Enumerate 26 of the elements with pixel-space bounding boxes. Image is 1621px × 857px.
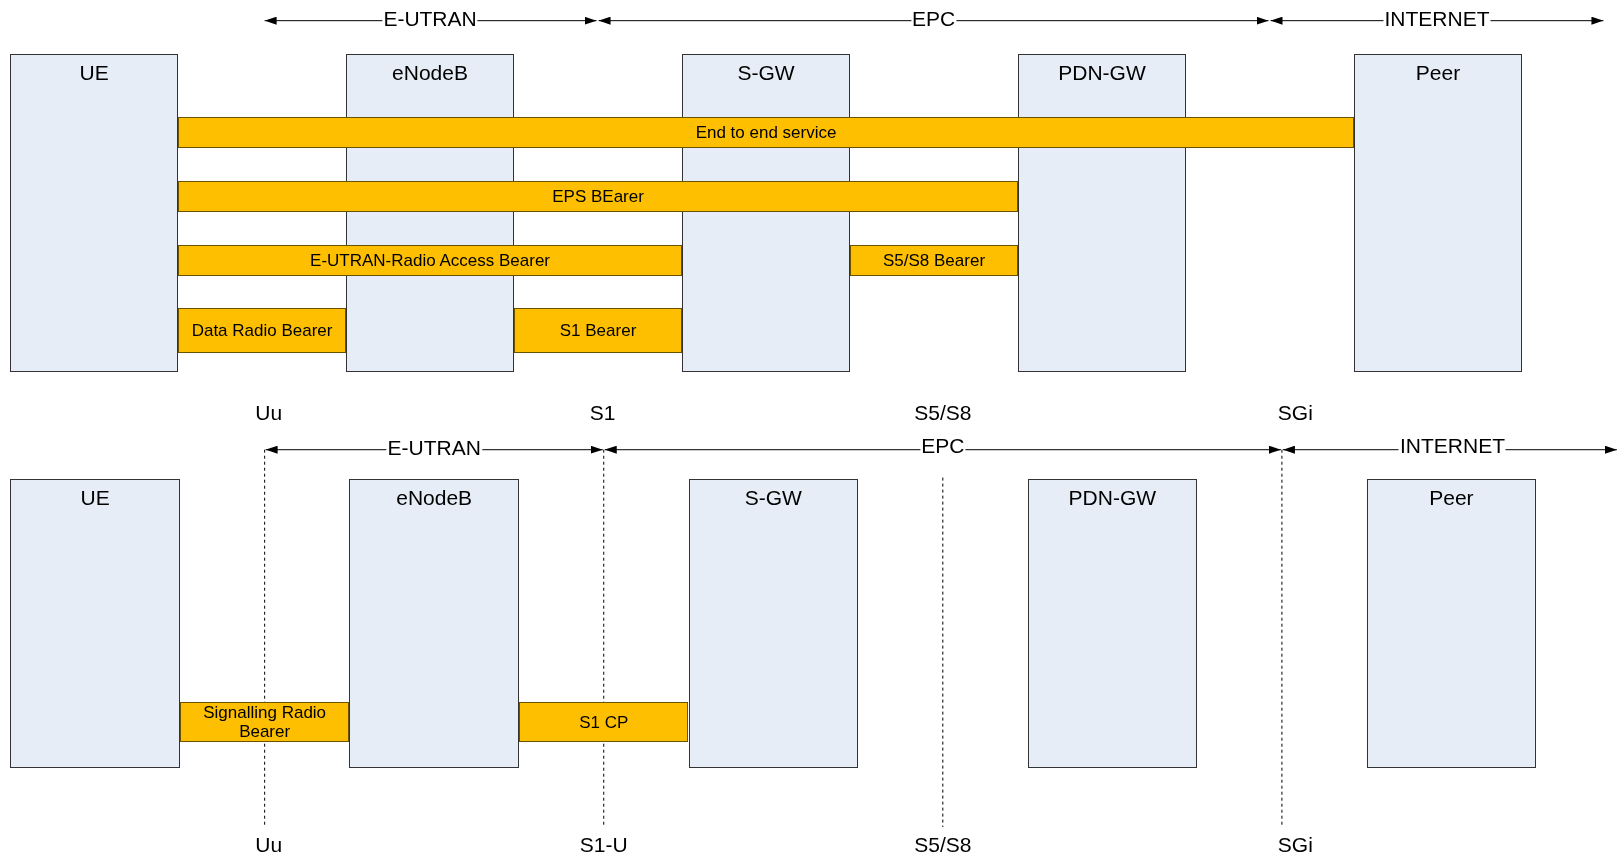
bearer-bar: S1 CP — [518, 701, 689, 743]
bearer-bar: S1 Bearer — [513, 308, 683, 353]
network-element-box — [1366, 478, 1537, 769]
node-title: eNodeB — [391, 60, 469, 85]
network-element-box — [1354, 53, 1522, 373]
network-element-box — [349, 478, 519, 769]
bearer-bar: Signalling Radio Bearer — [179, 701, 350, 743]
bearer-bar: S5/S8 Bearer — [849, 245, 1019, 276]
network-element-box — [1018, 53, 1186, 373]
node-title: UE — [78, 60, 110, 85]
bearer-bar: E-UTRAN-Radio Access Bearer — [177, 245, 683, 276]
node-title: Peer — [1428, 485, 1475, 510]
node-title: PDN-GW — [1057, 60, 1147, 85]
bearer-bar: Data Radio Bearer — [177, 308, 347, 353]
node-title: eNodeB — [395, 485, 474, 510]
bearer-bar: EPS BEarer — [177, 180, 1019, 212]
node-title: Peer — [1414, 60, 1462, 85]
node-title: S-GW — [743, 485, 803, 510]
network-element-box — [1027, 478, 1198, 769]
node-title: UE — [79, 485, 111, 510]
network-element-box — [688, 478, 859, 769]
node-title: PDN-GW — [1067, 485, 1158, 510]
network-element-box — [10, 478, 180, 769]
network-element-box — [10, 53, 178, 373]
node-title: S-GW — [736, 60, 796, 85]
bearer-bar: End to end service — [177, 116, 1355, 148]
